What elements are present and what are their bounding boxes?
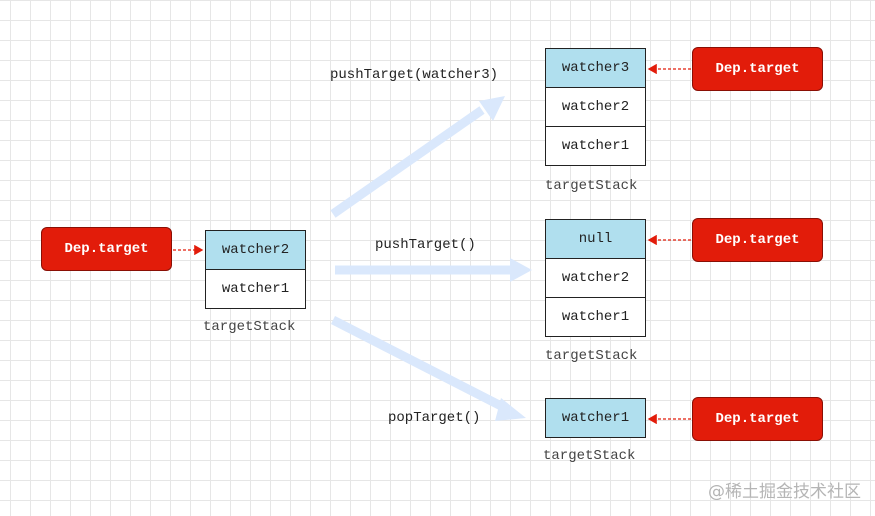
op-label-pop: popTarget() <box>388 410 481 426</box>
target-stack-after-push-empty: null watcher2 watcher1 <box>545 219 646 337</box>
stack-cell-top: null <box>545 219 646 259</box>
flow-arrow-push-empty <box>335 258 532 282</box>
stack-label-after-push-watcher3: targetStack <box>545 178 638 194</box>
stack-label-after-push-empty: targetStack <box>545 348 638 364</box>
stack-cell: watcher2 <box>545 87 646 127</box>
stack-cell: watcher1 <box>545 126 646 166</box>
flow-arrow-pop <box>330 315 526 421</box>
target-stack-after-push-watcher3: watcher3 watcher2 watcher1 <box>545 48 646 166</box>
dep-target-initial: Dep.target <box>41 227 172 271</box>
stack-cell: watcher2 <box>545 258 646 298</box>
op-label-push-empty: pushTarget() <box>375 237 476 253</box>
op-label-push-watcher3: pushTarget(watcher3) <box>330 67 499 83</box>
flow-arrow-push-watcher3 <box>330 96 505 218</box>
stack-label-after-pop: targetStack <box>543 448 636 464</box>
dep-target-after-pop: Dep.target <box>692 397 823 441</box>
dep-target-after-push-empty: Dep.target <box>692 218 823 262</box>
stack-cell-top: watcher1 <box>545 398 646 438</box>
dep-target-after-push-watcher3: Dep.target <box>692 47 823 91</box>
target-stack-initial: watcher2 watcher1 <box>205 230 306 309</box>
target-stack-after-pop: watcher1 <box>545 398 646 438</box>
stack-cell-top: watcher3 <box>545 48 646 88</box>
stack-cell: watcher1 <box>205 269 306 309</box>
stack-cell: watcher1 <box>545 297 646 337</box>
stack-cell-top: watcher2 <box>205 230 306 270</box>
watermark: @稀土掘金技术社区 <box>708 482 861 502</box>
stack-label-initial: targetStack <box>203 319 296 335</box>
